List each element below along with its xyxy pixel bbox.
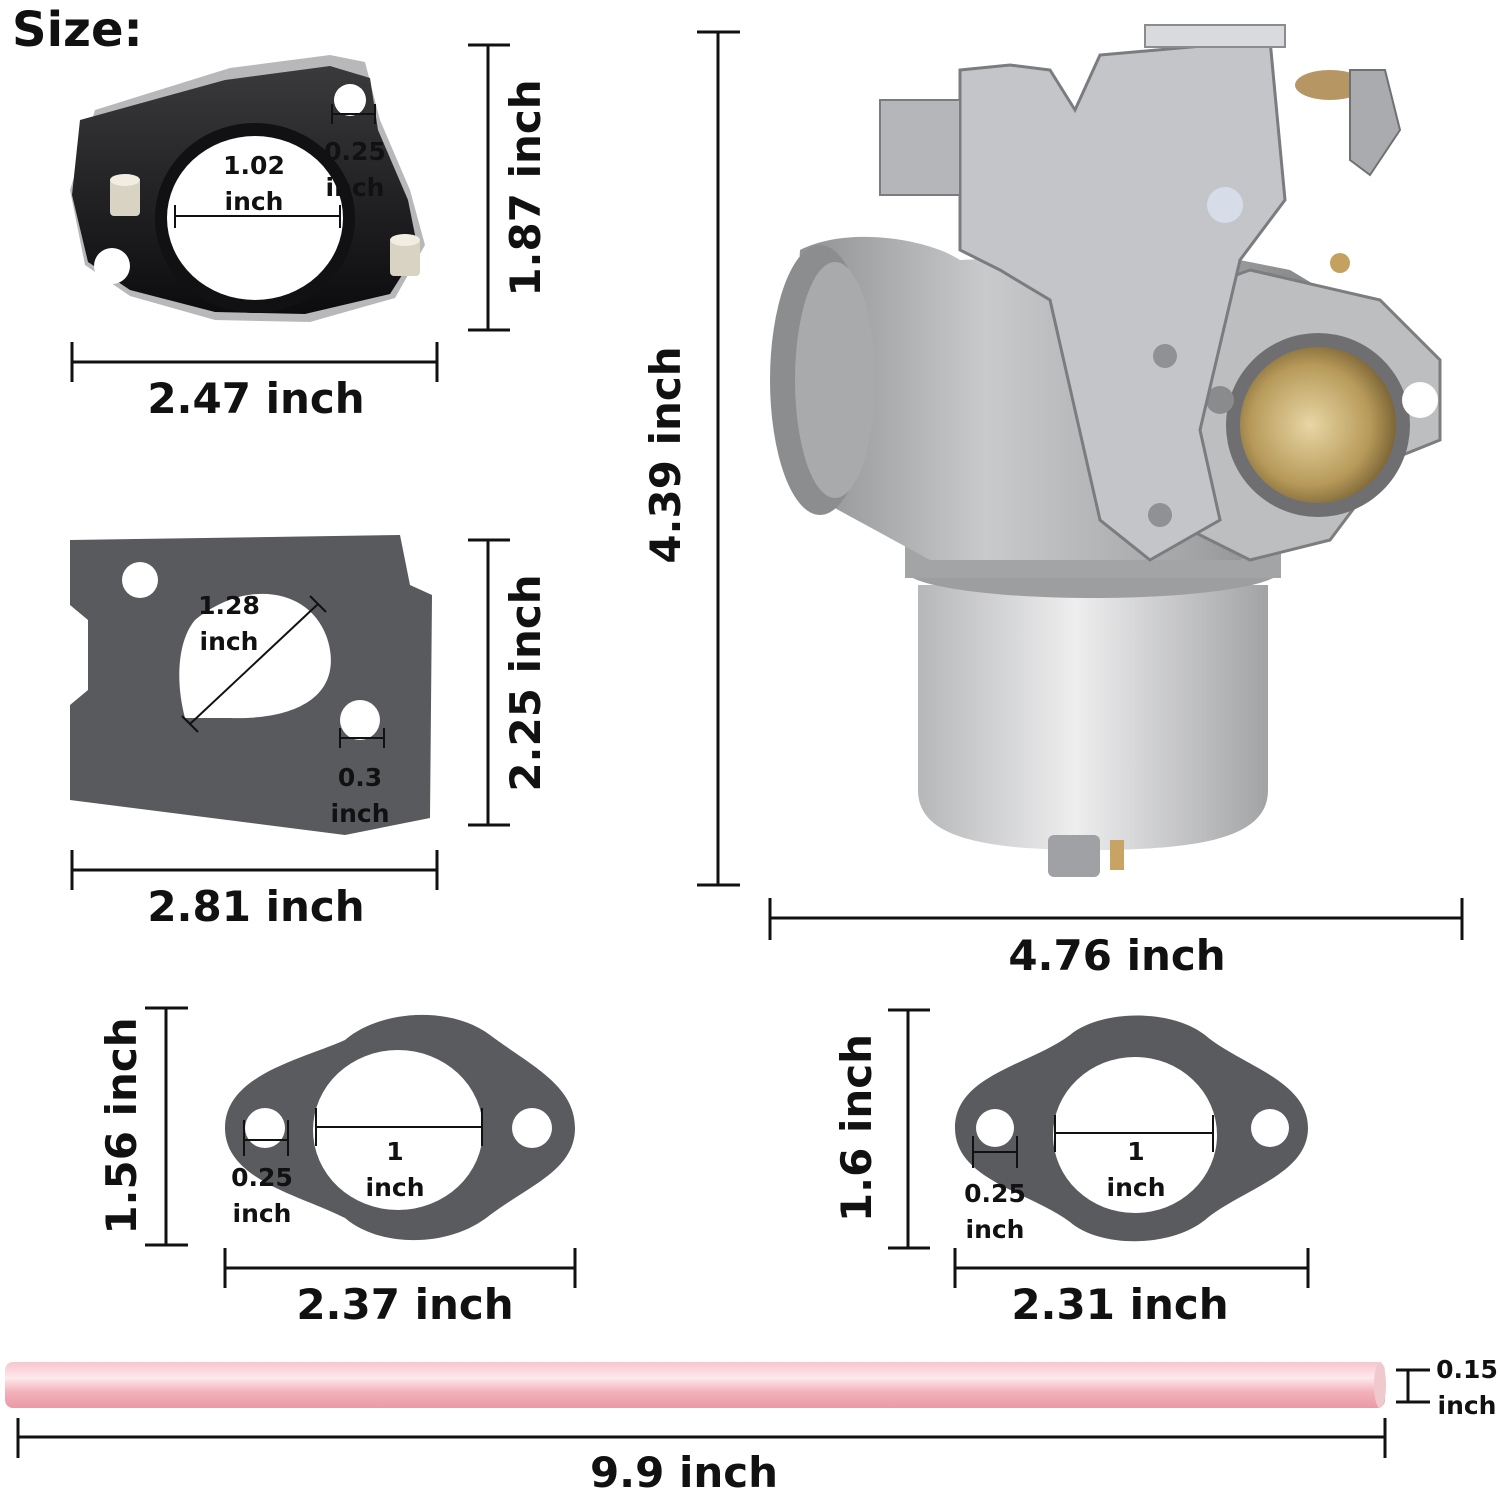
gasket-left-height-label: 1.56 inch: [97, 1017, 146, 1235]
hole-value: 0.25: [231, 1163, 293, 1192]
carburetor-height-label: 4.39 inch: [641, 346, 690, 564]
gasket-right-image: [955, 1015, 1308, 1242]
gasket-left-width-label: 2.37 inch: [296, 1280, 514, 1329]
dimension-lines: [16, 30, 1464, 1458]
bore-value: 1.02: [223, 151, 285, 180]
bore-value: 1: [386, 1137, 404, 1166]
hole-value: 0.3: [337, 763, 383, 792]
hole-unit: inch: [232, 1199, 292, 1229]
fuel-line-image: [5, 1362, 1386, 1408]
bore-unit: inch: [224, 187, 284, 217]
gasket-right-width-label: 2.31 inch: [1011, 1280, 1229, 1329]
insulator-gasket-image: [70, 535, 432, 835]
intake-flange-image: [70, 55, 425, 322]
intake-flange-hole-label: 0.25 inch: [324, 134, 386, 207]
carburetor-image: [770, 24, 1442, 877]
diameter-value: 0.15: [1436, 1355, 1498, 1384]
gasket-left-bore-label: 1 inch: [366, 1134, 425, 1207]
gasket-right-height-label: 1.6 inch: [832, 1033, 881, 1223]
fuel-line-diameter-label: 0.15 inch: [1436, 1352, 1498, 1425]
gasket-left-hole-label: 0.25 inch: [231, 1160, 293, 1233]
bore-unit: inch: [365, 1173, 425, 1203]
intake-flange-width-label: 2.47 inch: [147, 374, 365, 423]
hole-unit: inch: [965, 1215, 1025, 1245]
intake-flange-height-label: 1.87 inch: [501, 79, 550, 297]
insulator-gasket-bore-label: 1.28 inch: [198, 588, 260, 661]
insulator-gasket-hole-label: 0.3 inch: [331, 760, 390, 833]
hole-value: 0.25: [324, 137, 386, 166]
intake-flange-bore-label: 1.02 inch: [223, 148, 285, 221]
insulator-gasket-height-label: 2.25 inch: [501, 574, 550, 792]
hole-unit: inch: [325, 173, 385, 203]
hole-unit: inch: [330, 799, 390, 829]
carburetor-width-label: 4.76 inch: [1008, 931, 1226, 980]
gasket-right-bore-label: 1 inch: [1107, 1134, 1166, 1207]
size-title: Size:: [12, 2, 143, 58]
bore-value: 1: [1127, 1137, 1145, 1166]
gasket-right-hole-label: 0.25 inch: [964, 1176, 1026, 1249]
hole-value: 0.25: [964, 1179, 1026, 1208]
fuel-line-length-label: 9.9 inch: [589, 1448, 779, 1497]
insulator-gasket-width-label: 2.81 inch: [147, 882, 365, 931]
bore-unit: inch: [199, 627, 259, 657]
diameter-unit: inch: [1437, 1391, 1497, 1421]
bore-value: 1.28: [198, 591, 260, 620]
bore-unit: inch: [1106, 1173, 1166, 1203]
